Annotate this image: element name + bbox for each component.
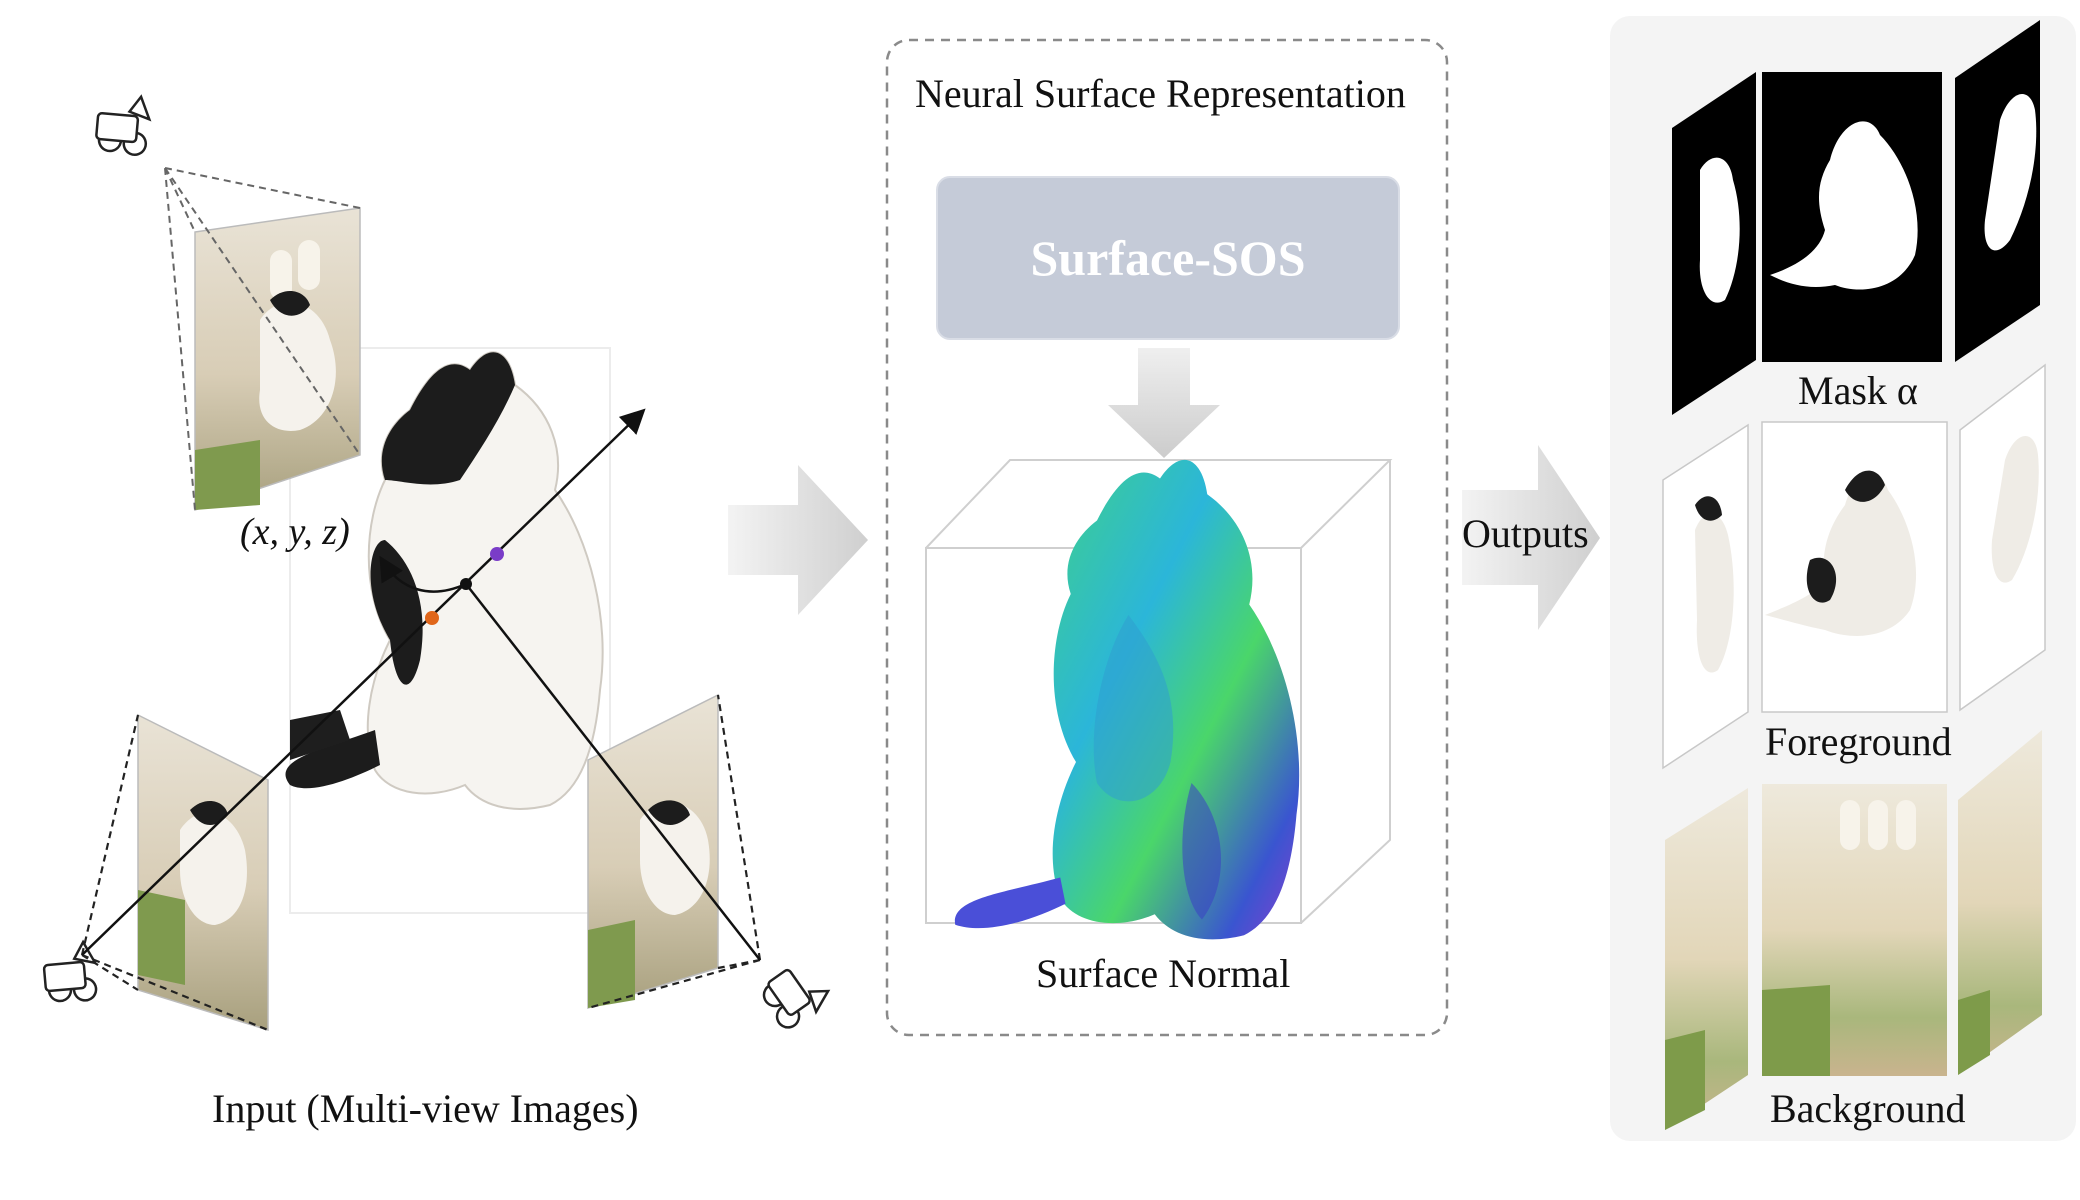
camera-right-icon [751, 961, 830, 1039]
point-arrow [379, 555, 467, 593]
sample-point-purple [490, 547, 504, 561]
background-row [1665, 730, 2042, 1130]
background-label: Background [1770, 1086, 1966, 1131]
mask-row [1672, 20, 2040, 415]
surface-normal-image [954, 459, 1300, 940]
mask-label: Mask α [1798, 368, 1918, 413]
point-coordinate-label: (x, y, z) [240, 511, 350, 553]
panel-title: Neural Surface Representation [915, 71, 1406, 116]
surface-normal-caption: Surface Normal [1036, 951, 1291, 996]
foreground-row [1662, 363, 2046, 770]
arrow-to-outputs [1462, 445, 1600, 630]
ray-left [81, 408, 646, 956]
foreground-label: Foreground [1765, 719, 1952, 764]
scene-box [289, 347, 611, 914]
arrow-down [1108, 348, 1220, 458]
ray-right [465, 583, 761, 961]
input-panel [32, 95, 830, 1039]
representation-panel [885, 38, 1449, 1037]
sample-point-black [460, 578, 472, 590]
outputs-label: Outputs [1462, 511, 1589, 556]
input-caption: Input (Multi-view Images) [212, 1086, 639, 1131]
camera-top-icon [86, 95, 161, 168]
arrow-to-representation [728, 465, 868, 615]
sample-point-orange [425, 611, 439, 625]
surface-sos-label: Surface-SOS [1030, 230, 1306, 286]
camera-left-icon [32, 940, 111, 1018]
surface-sos-module: Surface-SOS [936, 176, 1400, 340]
center-cat-image [285, 351, 604, 810]
